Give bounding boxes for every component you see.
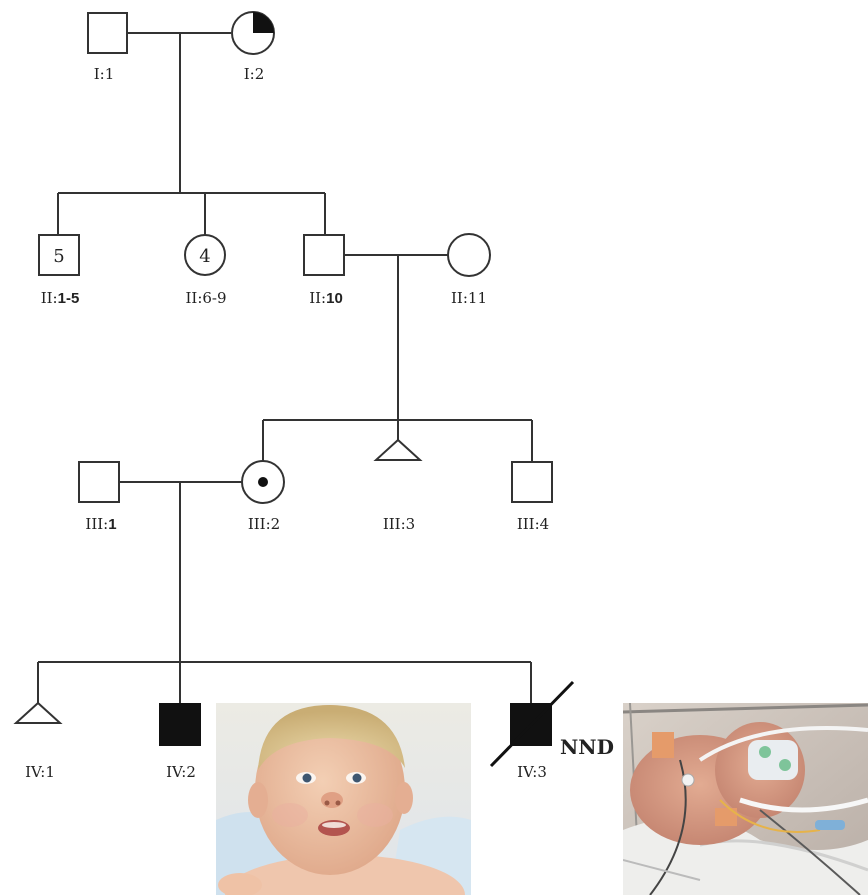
label-II10: II:10 [309,289,343,307]
affected-male-IV2 [160,704,200,745]
male-II10 [304,235,344,275]
label-I2: I:2 [244,65,265,83]
male-I1 [88,13,127,53]
label-II6-9: II:6-9 [185,289,226,307]
label-III4: III:4 [517,515,549,533]
label-III1: III:1 [85,515,116,533]
label-IV2: IV:2 [166,763,196,781]
male-III4 [512,462,552,502]
label-III3: III:3 [383,515,415,533]
label-II11: II:11 [451,289,487,307]
label-IV1: IV:1 [25,763,55,781]
label-I1: I:1 [94,65,115,83]
female-III2-carrier [242,461,284,503]
count-brothers: 5 [53,246,64,267]
label-III2: III:2 [248,515,280,533]
pregnancy-loss-III3 [376,440,420,460]
male-III1 [79,462,119,502]
female-I2-quarter-affected [232,12,274,54]
label-II1-5: II:1-5 [41,289,80,307]
photo-IV2-infant [216,703,471,895]
pregnancy-loss-IV1 [16,703,60,723]
label-IV3: IV:3 [517,763,547,781]
nnd-label: NND [560,735,614,759]
female-II11 [448,234,490,276]
photo-IV3-neonate [623,703,868,895]
count-sisters: 4 [199,246,210,267]
